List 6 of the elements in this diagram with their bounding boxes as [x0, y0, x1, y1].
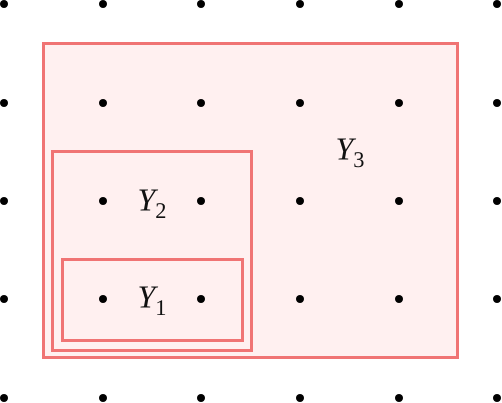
region-label: Y$_{1}$	[138, 280, 166, 320]
region-label: Y$_{2}$	[138, 184, 166, 222]
region-box	[51, 150, 253, 352]
region-box	[42, 42, 459, 359]
region-label: Y$_{3}$	[336, 132, 364, 172]
region-box	[61, 258, 244, 342]
